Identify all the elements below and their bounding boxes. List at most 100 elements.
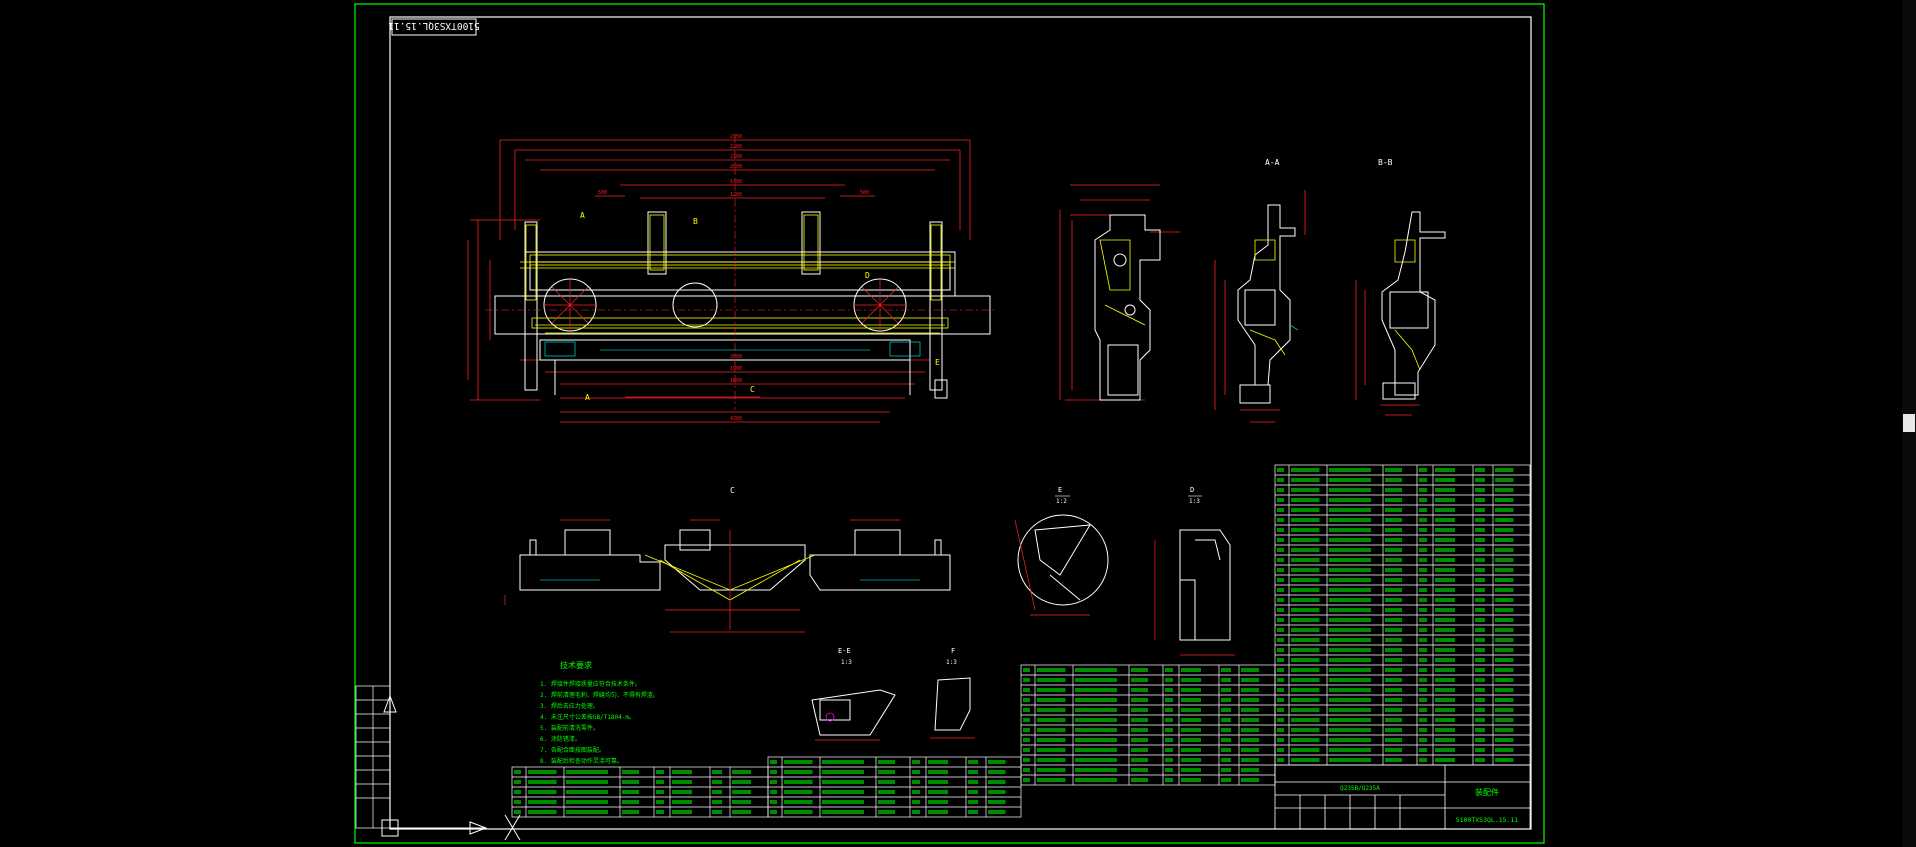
parts-cell-marker [1329,688,1371,692]
parts-cell-marker [656,790,664,794]
parts-cell-marker [1037,668,1066,672]
parts-cell-marker [1435,538,1455,542]
parts-cell-marker [1291,598,1320,602]
parts-cell-marker [1495,728,1514,732]
parts-cell-marker [1181,728,1201,732]
parts-cell-marker [1075,698,1117,702]
parts-cell-marker [1435,668,1455,672]
parts-cell-marker [1221,718,1231,722]
parts-cell-marker [1291,748,1320,752]
parts-cell-marker [784,780,813,784]
parts-cell-marker [1329,628,1371,632]
parts-cell-marker [1495,498,1514,502]
parts-cell-marker [1495,538,1514,542]
parts-cell-marker [912,800,920,804]
parts-cell-marker [878,800,895,804]
parts-cell-marker [1037,678,1066,682]
parts-cell-marker [1075,668,1117,672]
svg-text:3. 焊后去应力处理。: 3. 焊后去应力处理。 [540,702,599,710]
svg-text:A: A [585,393,590,402]
parts-cell-marker [1131,708,1148,712]
scrollbar-thumb[interactable] [1903,414,1915,432]
parts-cell-marker [1221,688,1231,692]
parts-cell-marker [1435,618,1455,622]
parts-cell-marker [1291,628,1320,632]
parts-cell-marker [1435,708,1455,712]
parts-cell-marker [988,770,1006,774]
parts-cell-marker [1435,598,1455,602]
parts-cell-marker [968,770,978,774]
parts-cell-marker [1495,508,1514,512]
parts-cell-marker [1023,688,1030,692]
parts-cell-marker [1131,688,1148,692]
parts-cell-marker [770,780,777,784]
parts-cell-marker [1241,678,1259,682]
view-e-label: E [1058,486,1062,494]
parts-cell-marker [1221,698,1231,702]
vertical-scrollbar[interactable] [1902,0,1916,847]
parts-cell-marker [784,760,813,764]
parts-cell-marker [822,810,864,814]
parts-cell-marker [1419,578,1427,582]
parts-cell-marker [1291,538,1320,542]
parts-cell-marker [1023,708,1030,712]
parts-cell-marker [1277,758,1284,762]
view-ee: E-E 1:3 [811,647,896,741]
parts-cell-marker [1385,628,1402,632]
parts-cell-marker [1291,608,1320,612]
parts-cell-marker [622,770,639,774]
parts-cell-marker [656,800,664,804]
parts-cell-marker [1385,758,1402,762]
inner-frame [389,16,1532,830]
parts-cell-marker [1329,748,1371,752]
parts-cell-marker [1291,648,1320,652]
parts-cell-marker [1277,498,1284,502]
parts-cell-marker [1329,558,1371,562]
parts-cell-marker [770,770,777,774]
svg-text:2. 焊前清理毛刺、焊缝均匀、不得有焊渣。: 2. 焊前清理毛刺、焊缝均匀、不得有焊渣。 [540,691,659,699]
parts-cell-marker [1475,698,1485,702]
parts-cell-marker [1329,658,1371,662]
parts-cell-marker [1277,658,1284,662]
parts-cell-marker [822,760,864,764]
svg-text:500: 500 [860,190,869,196]
parts-cell-marker [1495,478,1514,482]
parts-cell-marker [1277,588,1284,592]
parts-cell-marker [1277,558,1284,562]
parts-cell-marker [968,810,978,814]
parts-cell-marker [1419,498,1427,502]
parts-cell-marker [1495,598,1514,602]
svg-text:1200: 1200 [730,192,742,198]
parts-cell-marker [1475,728,1485,732]
parts-cell-marker [1241,758,1259,762]
parts-cell-marker [1435,748,1455,752]
parts-cell-marker [1291,468,1320,472]
parts-cell-marker [822,770,864,774]
parts-cell-marker [1385,688,1402,692]
svg-text:C: C [750,385,755,394]
parts-cell-marker [1495,738,1514,742]
parts-cell-marker [1385,668,1402,672]
parts-cell-marker [1291,728,1320,732]
parts-cell-marker [1291,688,1320,692]
parts-cell-marker [1435,758,1455,762]
parts-cell-marker [1131,778,1148,782]
parts-cell-marker [1329,638,1371,642]
parts-cell-marker [1221,778,1231,782]
parts-cell-marker [1385,478,1402,482]
parts-cell-marker [1495,658,1514,662]
parts-cell-marker [1277,548,1284,552]
parts-cell-marker [988,800,1006,804]
parts-cell-marker [1475,578,1485,582]
binding-strip [355,685,391,829]
parts-cell-marker [1329,728,1371,732]
parts-cell-marker [988,790,1006,794]
parts-cell-marker [1329,548,1371,552]
parts-cell-marker [712,810,722,814]
parts-cell-marker [566,810,608,814]
parts-cell-marker [1385,638,1402,642]
parts-cell-marker [1075,708,1117,712]
ucs-icon [381,694,521,841]
